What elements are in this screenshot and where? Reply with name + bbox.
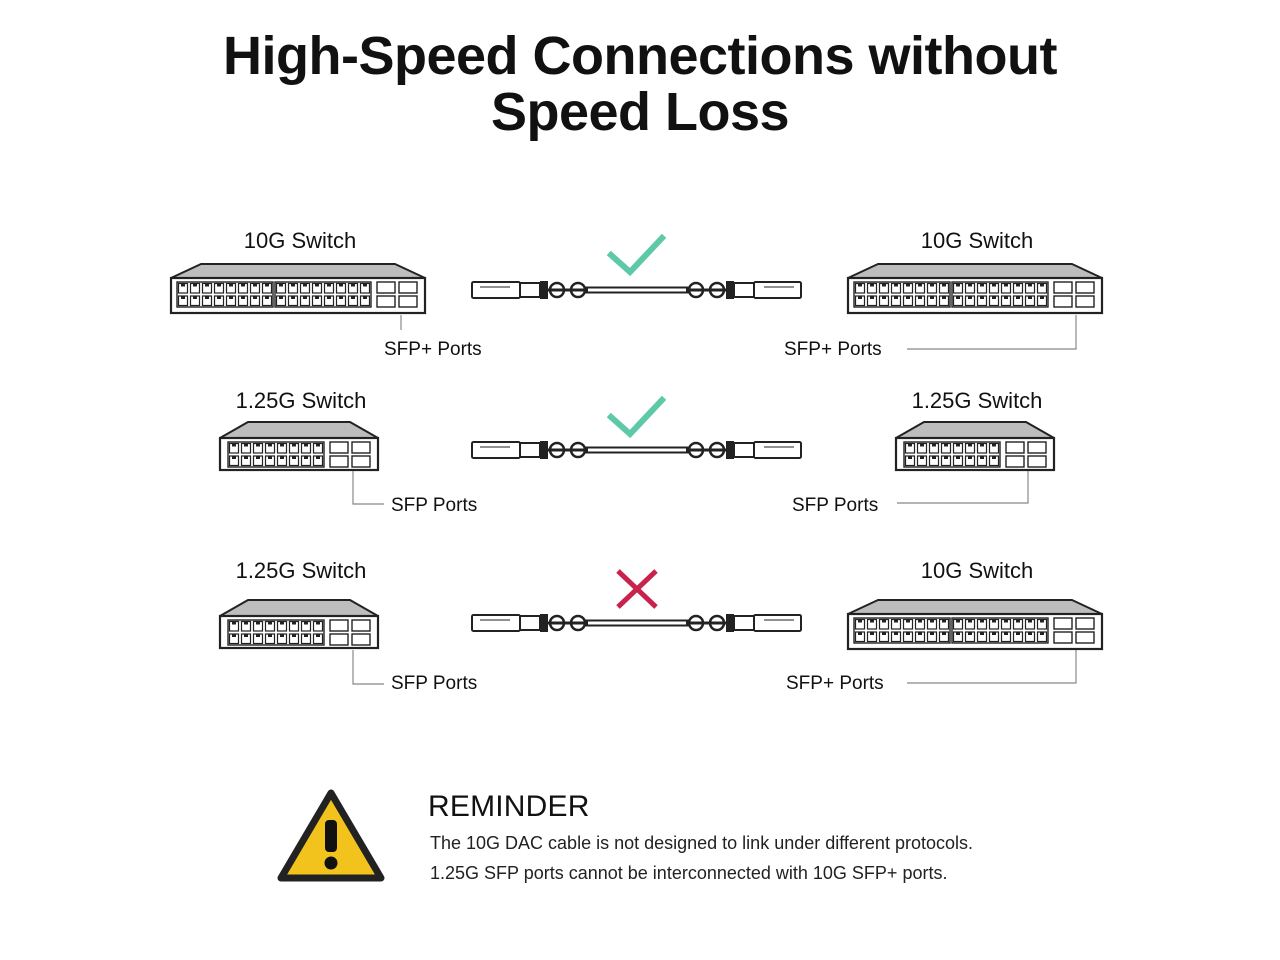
left-ports-label: SFP+ Ports [384, 339, 482, 360]
ports-leader-line [352, 471, 384, 505]
title-line-1: High-Speed Connections without [223, 26, 1057, 86]
title-line-2: Speed Loss [490, 82, 790, 142]
left-switch-label: 1.25G Switch [236, 388, 367, 413]
check-icon [606, 233, 667, 277]
check-icon [606, 395, 667, 439]
page-title: High-Speed Connections without Speed Los… [0, 28, 1280, 140]
dac-cable [471, 614, 802, 632]
right-switch-label: 10G Switch [921, 228, 1034, 253]
right-ports-label: SFP+ Ports [786, 673, 884, 694]
dac-cable [471, 441, 802, 459]
right-switch-1-25g [894, 421, 1056, 472]
right-switch-10g [846, 263, 1104, 315]
right-ports-label: SFP Ports [792, 495, 878, 516]
left-switch-label: 1.25G Switch [236, 558, 367, 583]
left-switch-10g [169, 263, 427, 315]
left-switch-label: 10G Switch [244, 228, 357, 253]
ports-leader-line [907, 315, 1077, 350]
left-ports-label: SFP Ports [391, 673, 477, 694]
right-switch-label: 10G Switch [921, 558, 1034, 583]
left-ports-label: SFP Ports [391, 495, 477, 516]
right-switch-10g [846, 599, 1104, 651]
left-switch-1-25g [218, 599, 380, 650]
right-switch-label: 1.25G Switch [912, 388, 1043, 413]
warning-icon [277, 789, 385, 882]
ports-leader-line [907, 650, 1077, 684]
dac-cable [471, 281, 802, 299]
right-ports-label: SFP+ Ports [784, 339, 882, 360]
ports-leader-line [897, 471, 1029, 504]
ports-leader-line [352, 650, 384, 685]
left-switch-1-25g [218, 421, 380, 472]
cross-icon [616, 569, 658, 609]
